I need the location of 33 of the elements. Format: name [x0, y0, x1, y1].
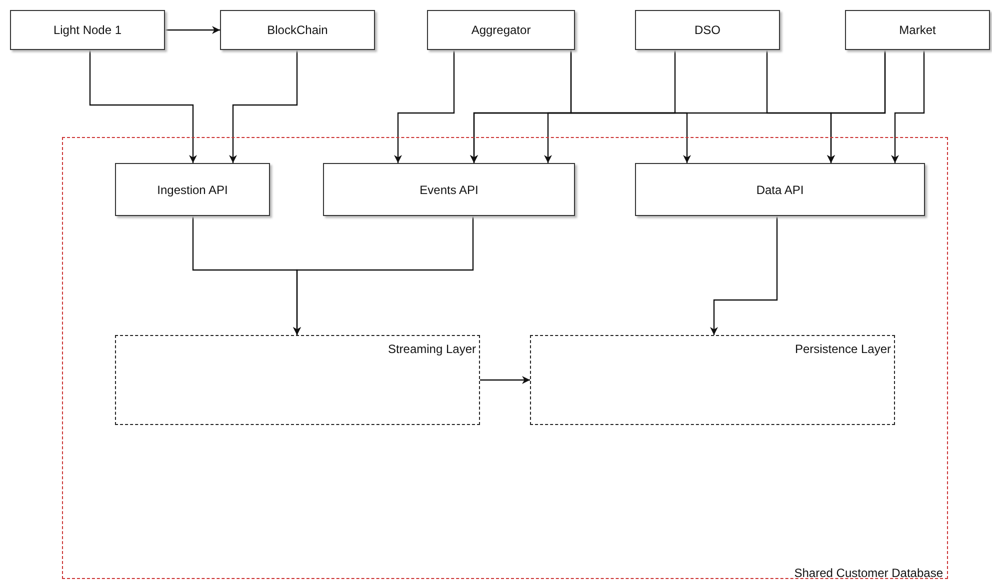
arrow	[570, 50, 691, 163]
process-box	[845, 10, 990, 50]
process-box	[323, 163, 575, 216]
node-label: Aggregator	[471, 23, 531, 37]
process-box	[427, 10, 575, 50]
arrow	[229, 50, 298, 163]
node-label: Streaming Layer	[388, 342, 476, 356]
node-label: Shared Customer Database	[794, 566, 943, 580]
process-box	[220, 10, 375, 50]
process-box	[115, 163, 270, 216]
group-boundary	[62, 137, 948, 579]
node-label: BlockChain	[267, 23, 328, 37]
process-box	[635, 163, 925, 216]
node-label: Events API	[420, 182, 478, 196]
arrow	[827, 50, 886, 163]
node-label: Data API	[756, 182, 804, 196]
node-label: Persistence Layer	[794, 342, 891, 356]
process-box	[635, 10, 780, 50]
arrow	[89, 50, 197, 163]
layer-container	[115, 335, 480, 425]
node-label: Market	[899, 23, 936, 37]
arrow	[165, 26, 220, 34]
arrow	[293, 216, 474, 335]
arrow	[891, 50, 925, 163]
arrow	[394, 50, 455, 163]
arrow	[480, 376, 530, 384]
layer-container	[530, 335, 895, 425]
arrow	[710, 216, 778, 335]
node-label: Light Node 1	[53, 23, 122, 37]
process-box	[10, 10, 165, 50]
node-label: DSO	[694, 23, 720, 37]
node-label: Ingestion API	[157, 182, 228, 196]
arrow	[544, 50, 676, 163]
